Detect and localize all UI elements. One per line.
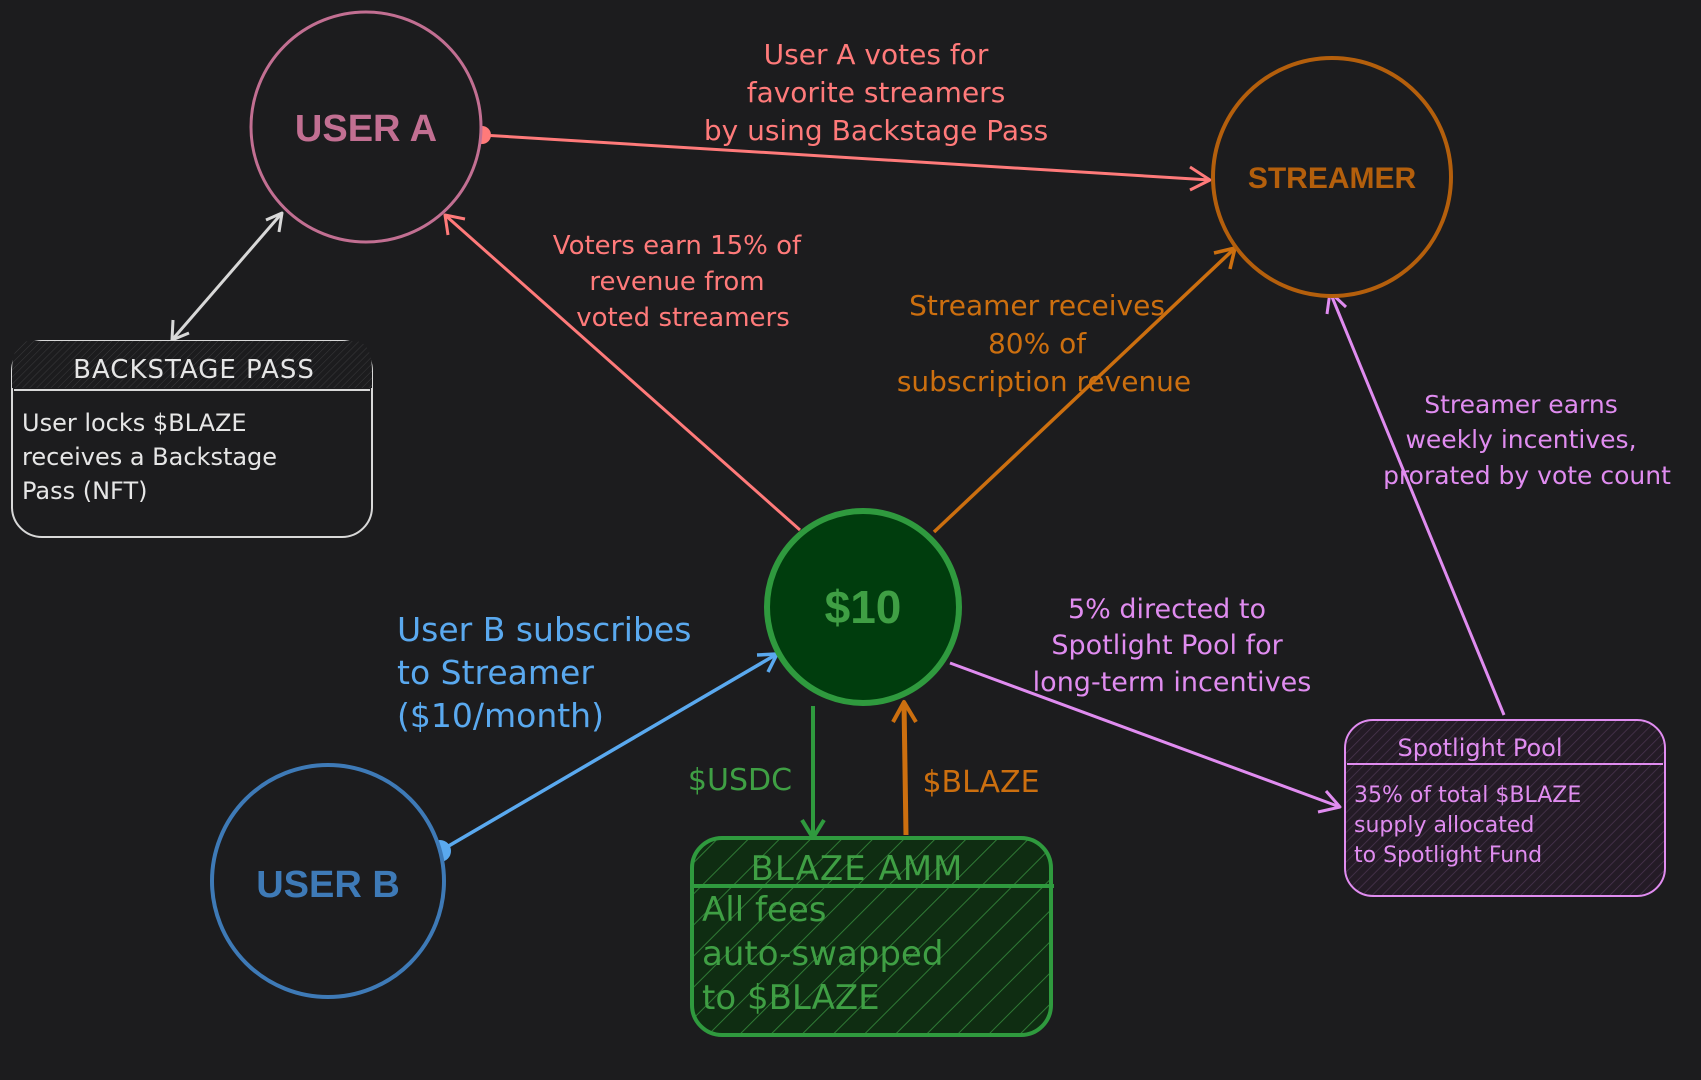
spotlight-pool-line-1: 35% of total $BLAZE	[1354, 783, 1581, 808]
user-a-node[interactable]: USER A	[249, 10, 483, 244]
blaze-amm-title: BLAZE AMM	[751, 849, 964, 889]
backstage-link-arrow	[170, 211, 284, 342]
blaze-label: $BLAZE	[922, 765, 1039, 800]
ten-dollar-label: $10	[825, 581, 902, 633]
usdc-label: $USDC	[688, 763, 792, 798]
streamer-receives-line-2: 80% of	[988, 327, 1087, 360]
spotlight-pool-line-3: to Spotlight Fund	[1354, 843, 1542, 868]
streamer-receives-line-1: Streamer receives	[909, 289, 1165, 322]
user-b-node[interactable]: USER B	[210, 763, 446, 999]
user-b-subscribes-line-3: ($10/month)	[397, 696, 604, 735]
user-b-label: USER B	[256, 864, 400, 906]
voters-earn-line-1: Voters earn 15% of	[553, 231, 802, 261]
vote-label-line-1: User A votes for	[764, 38, 989, 71]
vote-label-line-3: by using Backstage Pass	[704, 114, 1048, 147]
streamer-receives-label: Streamer receives 80% of subscription re…	[897, 289, 1191, 398]
five-percent-label: 5% directed to Spotlight Pool for long-t…	[1033, 594, 1312, 698]
spotlight-pool-line-2: supply allocated	[1354, 813, 1534, 838]
streamer-earns-line-2: weekly incentives,	[1405, 425, 1636, 454]
streamer-label: STREAMER	[1248, 162, 1417, 195]
backstage-pass-line-2: receives a Backstage	[22, 443, 277, 471]
vote-label: User A votes for favorite streamers by u…	[704, 38, 1048, 147]
streamer-incentives-arrow	[1325, 290, 1506, 716]
vote-label-line-2: favorite streamers	[747, 76, 1006, 109]
user-b-subscribes-line-2: to Streamer	[397, 653, 594, 692]
streamer-earns-line-1: Streamer earns	[1424, 390, 1617, 419]
voters-earn-arrow	[443, 213, 801, 532]
blaze-amm-box[interactable]: BLAZE AMM All fees auto-swapped to $BLAZ…	[690, 836, 1054, 1037]
backstage-pass-title: BACKSTAGE PASS	[73, 355, 315, 385]
spotlight-pool-title: Spotlight Pool	[1397, 734, 1562, 762]
streamer-earns-line-3: prorated by vote count	[1383, 461, 1671, 490]
spotlight-pool-box[interactable]: Spotlight Pool 35% of total $BLAZE suppl…	[1344, 719, 1666, 897]
ten-dollar-node[interactable]: $10	[764, 508, 962, 706]
user-b-subscribes-label: User B subscribes to Streamer ($10/month…	[397, 610, 691, 735]
voters-earn-line-3: voted streamers	[576, 303, 790, 333]
streamer-node[interactable]: STREAMER	[1211, 56, 1453, 298]
voters-earn-line-2: revenue from	[589, 267, 764, 297]
blaze-amm-line-1: All fees	[702, 890, 826, 930]
blaze-amm-line-3: to $BLAZE	[702, 978, 880, 1018]
user-b-subscribes-line-1: User B subscribes	[397, 610, 691, 649]
streamer-receives-line-3: subscription revenue	[897, 365, 1191, 398]
blaze-arrow	[891, 700, 918, 836]
streamer-earns-label: Streamer earns weekly incentives, prorat…	[1383, 390, 1671, 490]
five-percent-line-1: 5% directed to	[1068, 594, 1266, 625]
user-a-label: USER A	[295, 108, 437, 150]
five-percent-line-3: long-term incentives	[1033, 667, 1312, 698]
usdc-arrow	[800, 706, 826, 840]
backstage-pass-line-1: User locks $BLAZE	[22, 409, 247, 437]
five-percent-line-2: Spotlight Pool for	[1051, 630, 1283, 661]
backstage-pass-line-3: Pass (NFT)	[22, 477, 147, 505]
voters-earn-label: Voters earn 15% of revenue from voted st…	[553, 231, 802, 333]
blaze-amm-line-2: auto-swapped	[702, 934, 943, 974]
backstage-pass-box[interactable]: BACKSTAGE PASS User locks $BLAZE receive…	[11, 340, 373, 538]
spotlight-arrow	[949, 661, 1342, 814]
